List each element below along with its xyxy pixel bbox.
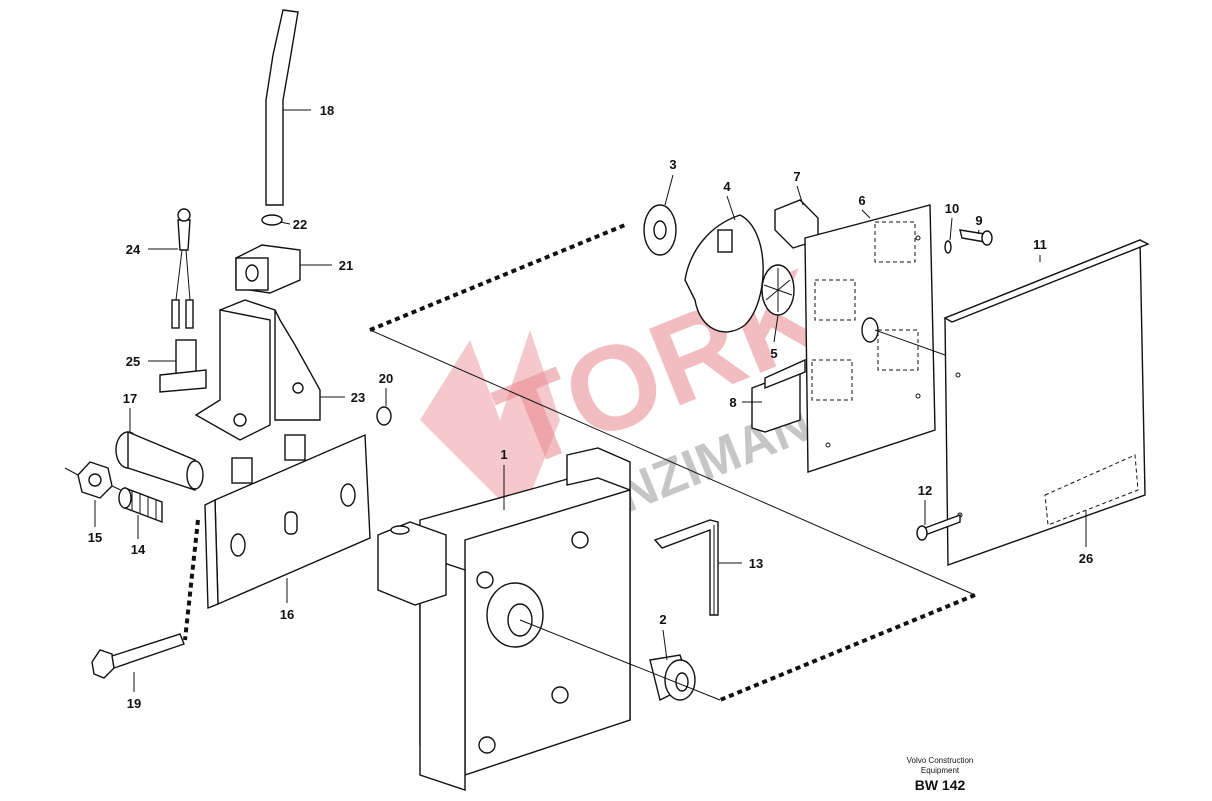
callout-labels: 1 2 3 4 5 6 7 8 9 10 11 12 13 14 15 16 1… bbox=[88, 103, 1093, 711]
part-lever-18 bbox=[265, 9, 299, 206]
part-washer-20 bbox=[376, 406, 392, 426]
part-washer-3 bbox=[643, 204, 677, 256]
part-connector-25 bbox=[159, 339, 207, 393]
callout-26: 26 bbox=[1079, 551, 1093, 566]
callout-18: 18 bbox=[320, 103, 334, 118]
part-spring-washer-5 bbox=[761, 264, 795, 316]
callout-21: 21 bbox=[339, 258, 353, 273]
part-key-13 bbox=[653, 519, 719, 616]
axis-line bbox=[519, 619, 721, 701]
callout-1: 1 bbox=[500, 447, 507, 462]
part-washer-10 bbox=[944, 240, 952, 254]
callout-3: 3 bbox=[669, 157, 676, 172]
part-terminal-8 bbox=[751, 358, 806, 433]
callout-25: 25 bbox=[126, 354, 140, 369]
part-nut-22 bbox=[261, 214, 283, 226]
callout-13: 13 bbox=[749, 556, 763, 571]
part-bracket-23 bbox=[194, 299, 321, 441]
part-sensor-24 bbox=[171, 208, 194, 329]
callout-6: 6 bbox=[858, 193, 865, 208]
assembly-lines bbox=[183, 223, 976, 702]
callout-9: 9 bbox=[975, 213, 982, 228]
part-cover-11 bbox=[943, 238, 1150, 566]
callout-23: 23 bbox=[351, 390, 365, 405]
part-bushing-2 bbox=[649, 654, 696, 702]
callout-12: 12 bbox=[918, 483, 932, 498]
callout-4: 4 bbox=[723, 179, 731, 194]
part-board-6 bbox=[804, 204, 936, 473]
part-cam-4 bbox=[684, 214, 764, 333]
part-screw-9 bbox=[959, 229, 993, 246]
part-housing-1 bbox=[377, 447, 631, 791]
part-spring-14 bbox=[118, 486, 163, 524]
callout-19: 19 bbox=[127, 696, 141, 711]
callout-24: 24 bbox=[126, 242, 141, 257]
callout-11: 11 bbox=[1033, 237, 1047, 252]
callout-17: 17 bbox=[123, 391, 137, 406]
part-plate-16 bbox=[204, 433, 371, 610]
publisher-label: Volvo Construction Equipment bbox=[906, 756, 974, 775]
callout-8: 8 bbox=[729, 395, 736, 410]
callout-5: 5 bbox=[770, 346, 777, 361]
callout-16: 16 bbox=[280, 607, 294, 622]
callout-10: 10 bbox=[945, 201, 959, 216]
callout-14: 14 bbox=[131, 542, 146, 557]
part-screw-12 bbox=[916, 513, 961, 541]
part-block-21 bbox=[235, 244, 301, 294]
part-nut-15 bbox=[64, 461, 126, 499]
callout-7: 7 bbox=[793, 169, 800, 184]
leader-lines bbox=[94, 109, 1087, 692]
callout-15: 15 bbox=[88, 530, 102, 545]
callout-20: 20 bbox=[379, 371, 393, 386]
callout-2: 2 bbox=[659, 612, 666, 627]
part-pin-17 bbox=[115, 430, 204, 491]
part-bolt-19 bbox=[91, 633, 185, 679]
callout-22: 22 bbox=[293, 217, 307, 232]
drawing-code: BW 142 bbox=[914, 777, 966, 793]
axis-line bbox=[874, 329, 946, 356]
